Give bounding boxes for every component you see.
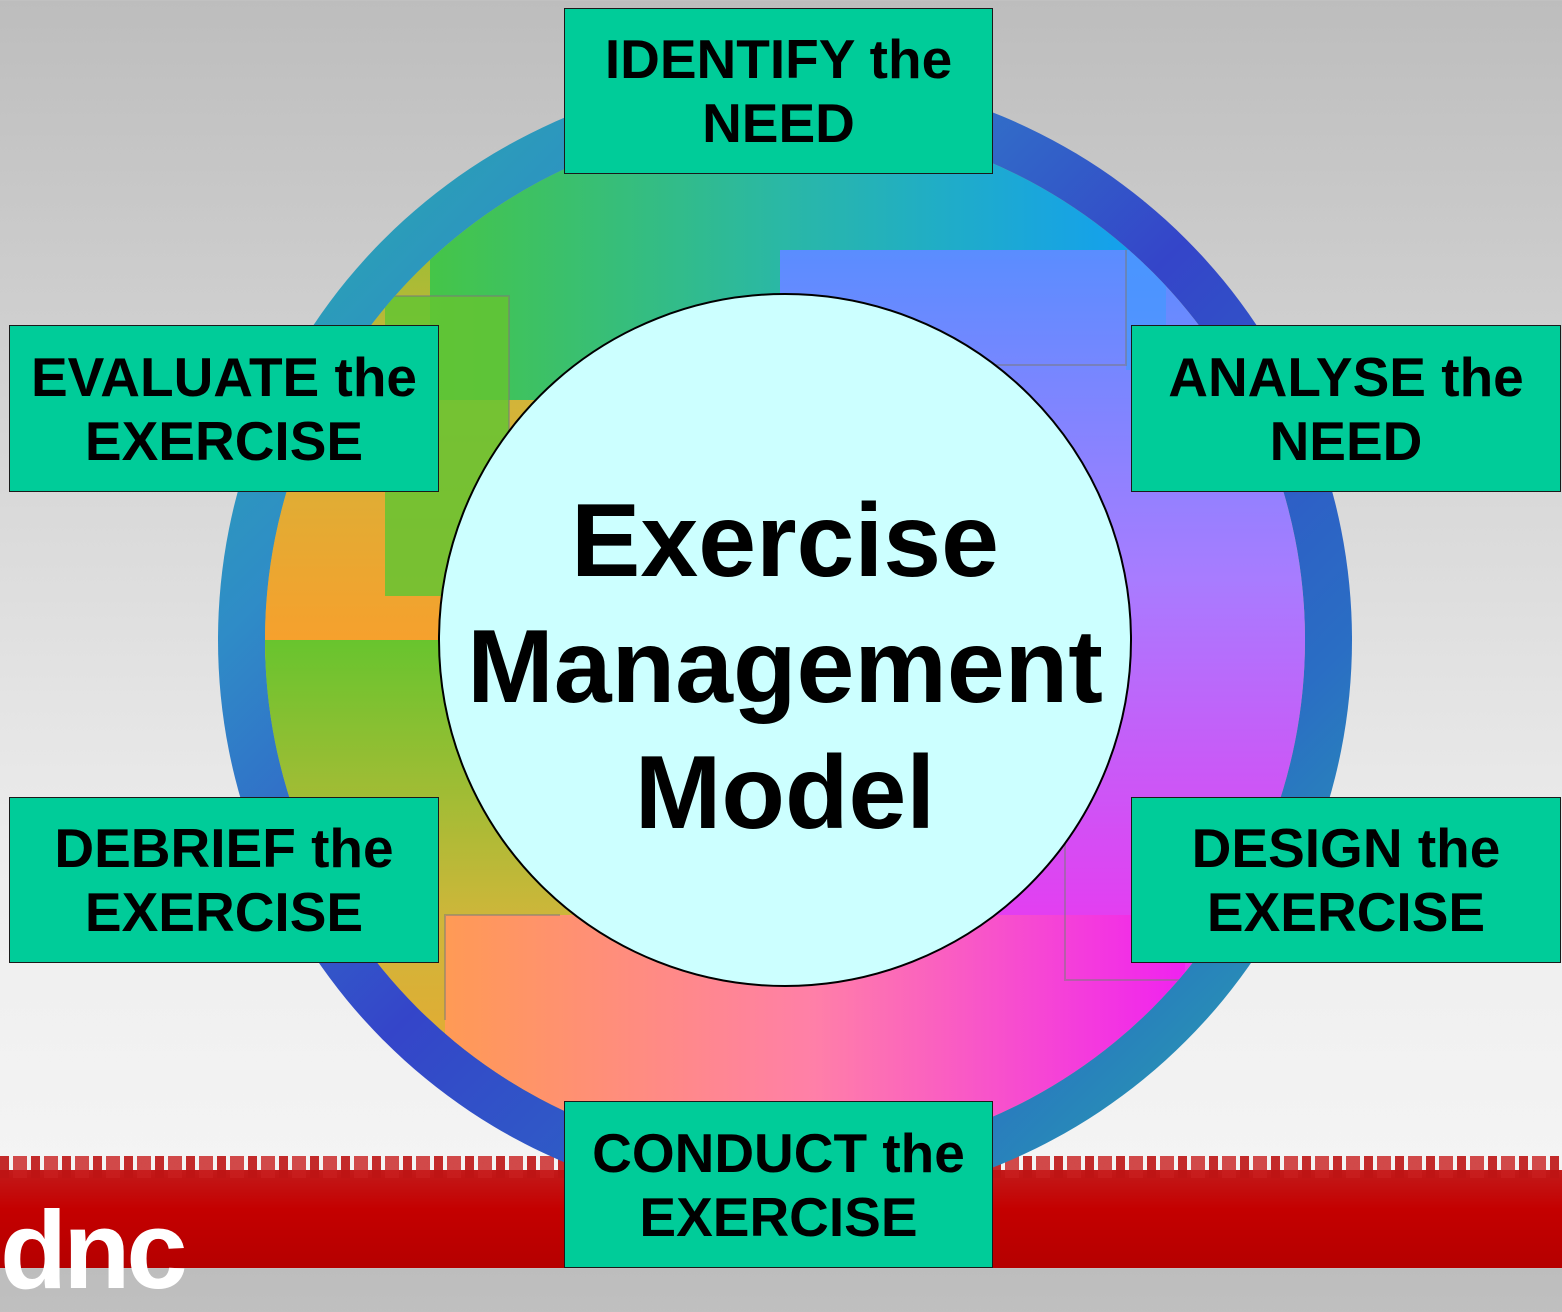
- step-design-the-exercise: DESIGN the EXERCISE: [1131, 797, 1561, 963]
- step-label-line-2: EXERCISE: [1206, 881, 1486, 943]
- step-label-line-2: EXERCISE: [84, 881, 364, 943]
- step-label-line-1: ANALYSE the: [1168, 345, 1524, 408]
- step-label-line-2: NEED: [1269, 409, 1423, 472]
- step-identify-the-need: IDENTIFY the NEED: [564, 8, 993, 174]
- step-label-line-1: EVALUATE the: [30, 345, 418, 408]
- center-title-line-2: Management: [467, 609, 1103, 725]
- center-title-line-1: Exercise: [571, 483, 999, 599]
- step-label-line-1: CONDUCT the: [592, 1121, 965, 1184]
- step-label-line-2: EXERCISE: [639, 1185, 918, 1248]
- cycle-diagram: [218, 73, 1352, 1207]
- center-title: Exercise Management Model: [440, 478, 1130, 856]
- step-label-line-1: IDENTIFY the: [604, 28, 953, 90]
- step-debrief-the-exercise: DEBRIEF the EXERCISE: [9, 797, 439, 963]
- step-conduct-the-exercise: CONDUCT the EXERCISE: [564, 1101, 993, 1268]
- step-label-line-2: EXERCISE: [84, 409, 364, 472]
- step-label-line-1: DEBRIEF the: [54, 817, 394, 879]
- step-label-line-1: DESIGN the: [1191, 817, 1501, 879]
- center-circle: [438, 293, 1132, 987]
- step-analyse-the-need: ANALYSE the NEED: [1131, 325, 1561, 492]
- center-title-line-3: Model: [634, 735, 936, 851]
- step-evaluate-the-exercise: EVALUATE the EXERCISE: [9, 325, 439, 492]
- step-label-line-2: NEED: [702, 92, 855, 154]
